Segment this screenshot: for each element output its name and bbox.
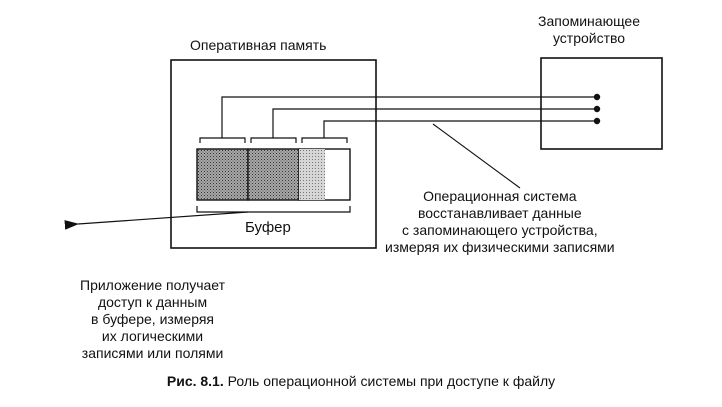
- ram-box: [170, 59, 377, 249]
- caption-text: Роль операционной системы при доступе к …: [227, 373, 556, 389]
- figure-caption: Рис. 8.1. Роль операционной системы при …: [0, 373, 722, 390]
- buffer-bracket: [196, 206, 351, 213]
- caption-number: Рис. 8.1.: [166, 373, 224, 389]
- buffer: [196, 148, 351, 201]
- bracket-1: [199, 137, 246, 143]
- bracket-3: [301, 137, 348, 143]
- storage-records: [593, 93, 601, 125]
- connection-line-1: [221, 96, 597, 138]
- record-dot-3: [593, 117, 601, 125]
- storage-device-box: [540, 57, 663, 150]
- app-arrow: [64, 211, 249, 230]
- buffer-block-1: [196, 148, 249, 201]
- connection-line-2: [272, 108, 597, 138]
- connection-lines: [221, 96, 597, 138]
- ram-label: Оперативная память: [190, 37, 327, 53]
- os-leader-line: [432, 123, 521, 189]
- os-description: Операционная система восстанавливает дан…: [385, 188, 615, 255]
- buffer-block-2: [247, 148, 300, 201]
- application-description: Приложение получает доступ к данным в бу…: [80, 277, 226, 361]
- buffer-block-3-fill: [299, 149, 325, 200]
- block-brackets: [199, 137, 348, 143]
- storage-device-label: Запоминающее устройство: [538, 13, 641, 46]
- connection-line-3: [323, 120, 597, 138]
- bracket-2: [250, 137, 297, 143]
- record-dot-1: [593, 93, 601, 101]
- buffer-label: Буфер: [245, 219, 291, 236]
- record-dot-2: [593, 105, 601, 113]
